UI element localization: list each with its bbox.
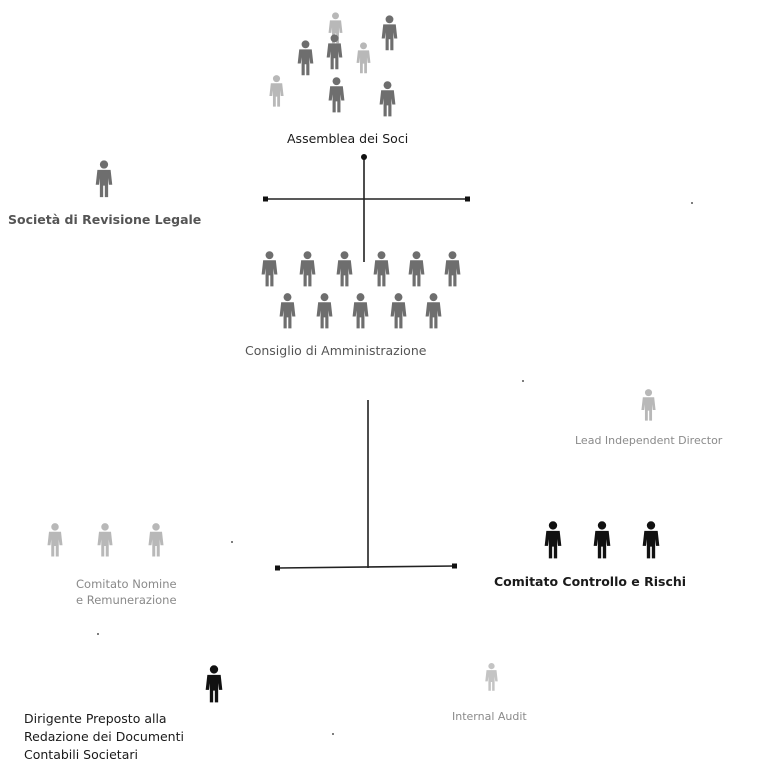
nomine-label-line1: Comitato Nomine (76, 577, 177, 591)
revisione-label: Società di Revisione Legale (8, 212, 202, 227)
nomine-figures-icon (47, 523, 164, 557)
dirigente-figure-icon (205, 665, 223, 703)
scan-specks (97, 202, 693, 735)
internal-audit-figure-icon (485, 662, 498, 691)
lead-director-label: Lead Independent Director (575, 434, 723, 447)
connector-lines (266, 157, 468, 569)
lead-director-figure-icon (641, 389, 656, 421)
revisione-figure-icon (95, 160, 113, 198)
assemblea-label: Assemblea dei Soci (287, 131, 409, 146)
assemblea-figures-icon (269, 12, 398, 117)
dirigente-label-line3: Contabili Societari (24, 747, 138, 762)
connector-dots (263, 154, 470, 571)
internal-audit-label: Internal Audit (452, 710, 527, 723)
consiglio-label: Consiglio di Amministrazione (245, 343, 427, 358)
connector-bottom-horizontal (277, 565, 456, 569)
controllo-figures-icon (544, 521, 660, 559)
dirigente-label-line1: Dirigente Preposto alla (24, 711, 167, 726)
controllo-label: Comitato Controllo e Rischi (494, 574, 687, 589)
nomine-label-line2: e Remunerazione (76, 593, 177, 607)
consiglio-figures-icon (261, 251, 461, 329)
dirigente-label-line2: Redazione dei Documenti (24, 729, 184, 744)
